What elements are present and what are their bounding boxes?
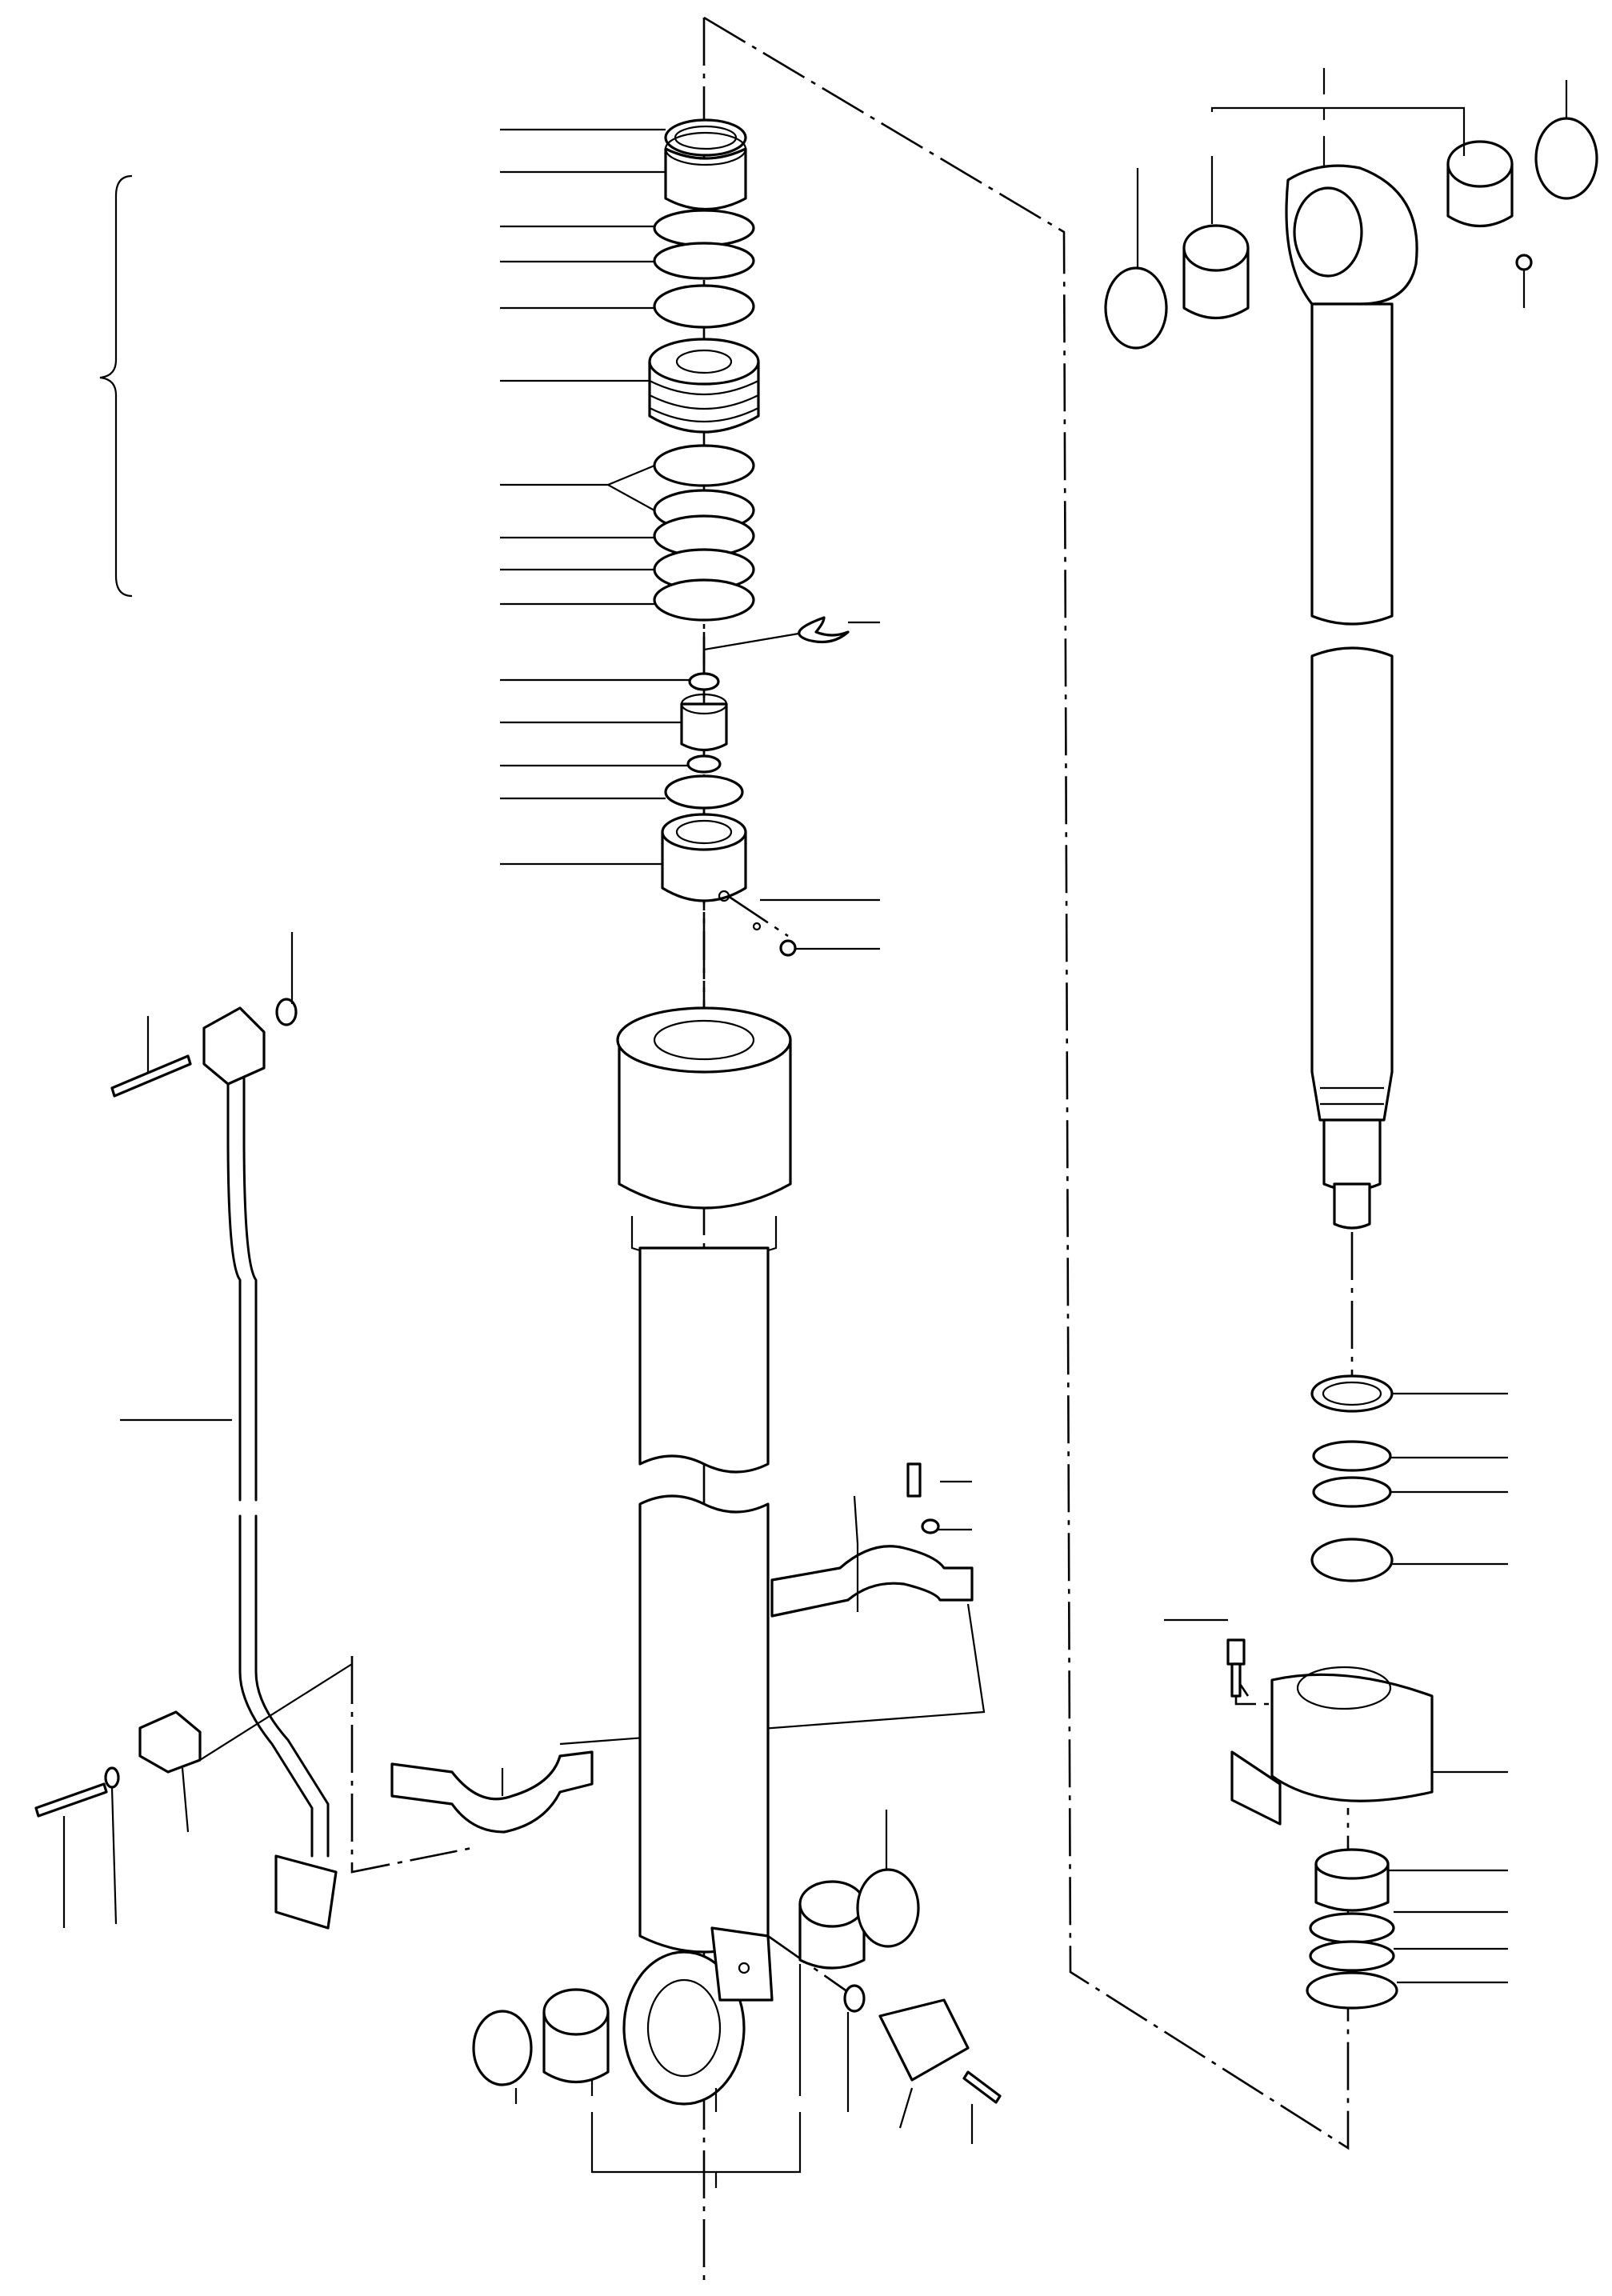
pipe-and-clamps [34,998,974,1930]
rod-head-parts [1226,1374,1434,2010]
kit-brace [99,174,133,598]
piston-rod [1104,117,1598,1230]
tube-base-parts [472,1868,1002,2104]
cylinder-tube [616,1006,792,2106]
gland-seal-stack [648,118,850,957]
label-leaders [62,68,1568,2188]
